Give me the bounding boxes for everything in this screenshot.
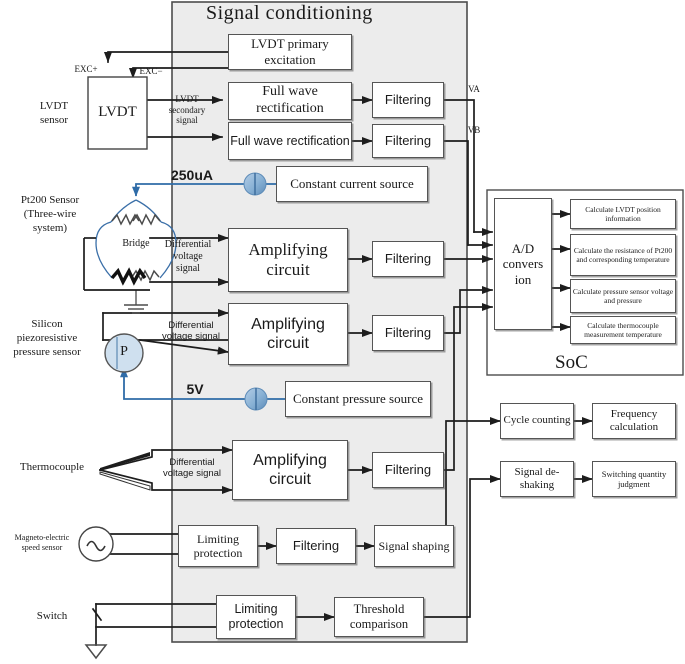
wire-label-pressure-diff: Differential voltage signal [161,320,221,343]
block-filtering-6[interactable]: Filtering [276,528,356,564]
wire-label-pt200-diff: Differential voltage signal [164,239,212,274]
panel-title: Signal conditioning [206,2,373,24]
speed-sensor-symbol [78,526,114,562]
sensor-label-thermocouple: Thermocouple [19,461,85,473]
block-limiting-protection-2[interactable]: Limiting protection [216,595,296,639]
switch-ground-symbol [84,644,108,660]
block-calc-lvdt-position[interactable]: Calculate LVDT position information [570,199,676,229]
wire-250ua [132,183,288,197]
soc-boundary [486,189,684,376]
sensor-label-pt200: Pt200 Sensor (Three-wire system) [20,194,80,234]
block-full-wave-rect-2[interactable]: Full wave rectification [228,122,352,160]
exc-minus-label: EXC− [139,66,163,76]
block-switching-judgment[interactable]: Switching quantity judgment [592,461,676,497]
block-lvdt-primary-excitation[interactable]: LVDT primary excitation [228,34,352,70]
sensor-label-switch: Switch [36,610,68,622]
block-amplifying-circuit-1[interactable]: Amplifying circuit [228,228,348,292]
exc-plus-label: EXC+ [74,64,98,74]
wire-label-5v: 5V [186,381,204,397]
wire-label-lvdt-secondary: LVDT secondary signal [168,94,206,126]
sensor-label-pressure: Silicon piezoresistive pressure sensor [13,318,81,358]
lvdt-box-label: LVDT [98,104,137,120]
wire-label-thermocouple-diff: Differential voltage signal [162,457,222,480]
block-filtering-5[interactable]: Filtering [372,452,444,488]
block-full-wave-rect-1[interactable]: Full wave rectification [228,82,352,120]
block-signal-deshaking[interactable]: Signal de- shaking [500,461,574,497]
junction-dots [243,172,268,411]
block-calc-pt200[interactable]: Calculate the resistance of Pt200 and co… [570,234,676,276]
lvdt-sensor-box [87,76,148,150]
block-amplifying-circuit-2[interactable]: Amplifying circuit [228,303,348,365]
wire-label-vb: VB [467,125,481,135]
block-limiting-protection-1[interactable]: Limiting protection [178,525,258,567]
pressure-marker-label: P [120,344,128,359]
block-ad-conversion[interactable]: A/D convers ion [494,198,552,330]
sensor-label-lvdt: LVDT sensor [39,100,69,126]
block-constant-pressure-source[interactable]: Constant pressure source [285,381,431,417]
block-calc-thermocouple[interactable]: Calculate thermocouple measurement tempe… [570,316,676,344]
thermocouple-junction [99,452,151,491]
soc-title: SoC [555,352,588,373]
block-constant-current-source[interactable]: Constant current source [276,166,428,202]
block-signal-shaping[interactable]: Signal shaping [374,525,454,567]
block-amplifying-circuit-3[interactable]: Amplifying circuit [232,440,348,500]
wire-5v [120,367,288,400]
pressure-sensor-symbol [104,333,144,373]
block-frequency-calc[interactable]: Frequency calculation [592,403,676,439]
bridge-label: Bridge [122,238,150,249]
block-threshold-comparison[interactable]: Threshold comparison [334,597,424,637]
wire-label-250ua: 250uA [170,167,214,183]
wheatstone-bridge [83,199,177,314]
block-filtering-1[interactable]: Filtering [372,82,444,118]
sensor-label-speed: Magneto-electric speed sensor [14,533,70,552]
block-cycle-counting[interactable]: Cycle counting [500,403,574,439]
block-filtering-3[interactable]: Filtering [372,241,444,277]
block-filtering-2[interactable]: Filtering [372,124,444,158]
wire-label-va: VA [468,84,480,94]
block-calc-pressure[interactable]: Calculate pressure sensor voltage and pr… [570,279,676,313]
block-filtering-4[interactable]: Filtering [372,315,444,351]
